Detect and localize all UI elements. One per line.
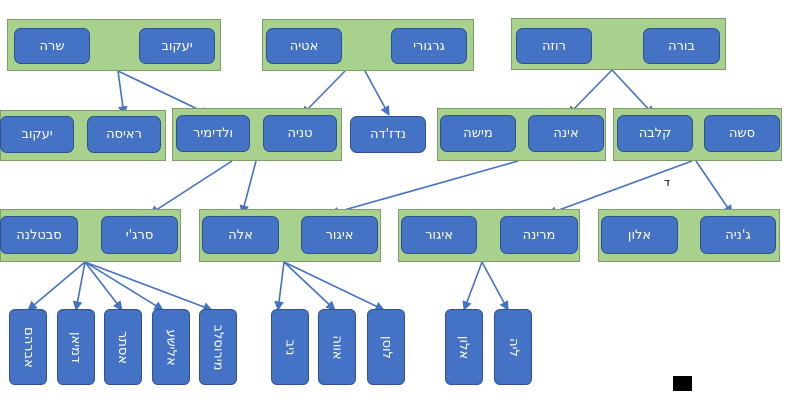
connector-line <box>72 261 86 311</box>
person-mid-right-a-right[interactable]: אינה <box>528 115 604 152</box>
child-left-5[interactable]: מירוסלב <box>199 309 237 385</box>
person-mid-right-b-left[interactable]: קלבה <box>617 115 693 152</box>
person-top-left-right[interactable]: יעקוב <box>139 28 215 64</box>
person-low-right-a-left[interactable]: איגור <box>401 216 477 254</box>
person-mid-left-left[interactable]: יעקוב <box>0 116 74 153</box>
person-low-center-left[interactable]: אלה <box>202 216 279 254</box>
connector-line <box>364 70 390 116</box>
child-name: לוסן <box>378 335 394 359</box>
child-name: דמיאן <box>68 331 84 363</box>
child-name: אברהם <box>20 326 36 368</box>
connector-line <box>547 160 693 216</box>
child-name: ליה <box>505 337 521 357</box>
person-low-right-b-left[interactable]: אלון <box>601 216 678 254</box>
connector-line <box>117 70 211 116</box>
connector-line <box>329 160 519 217</box>
person-mid-right-a-left[interactable]: מישה <box>440 115 516 152</box>
child-left-3[interactable]: אסתר <box>104 309 142 385</box>
stray-letter: ד <box>664 176 671 189</box>
child-left-1[interactable]: אברהם <box>9 309 47 385</box>
child-name: מירוסלב <box>210 324 226 370</box>
person-top-right-right[interactable]: בורה <box>643 28 720 64</box>
person-mid-center-right[interactable]: טניה <box>263 115 337 152</box>
connector-line <box>84 261 213 312</box>
person-low-left-left[interactable]: סבטלנה <box>0 216 78 254</box>
connector-line <box>462 261 483 311</box>
connector-line <box>695 160 733 215</box>
person-top-right-left[interactable]: רוזה <box>516 28 592 64</box>
connector-line <box>117 70 128 116</box>
child-name: אלישע <box>163 328 179 366</box>
connector-line <box>611 69 655 116</box>
person-low-right-a-right[interactable]: מרינה <box>500 216 578 254</box>
connector-line <box>283 261 336 311</box>
child-left-4[interactable]: אלישע <box>152 309 190 385</box>
child-name: אסתר <box>115 330 131 364</box>
child-center-2[interactable]: אווה <box>318 309 356 385</box>
connector-line <box>84 261 164 311</box>
connector-line <box>567 69 613 116</box>
child-left-2[interactable]: דמיאן <box>57 309 95 385</box>
connector-line <box>149 160 233 215</box>
person-nadezhda[interactable]: נדז'דה <box>350 116 426 153</box>
child-name: אלון <box>456 335 472 359</box>
child-name: אווה <box>329 334 345 360</box>
person-top-left-left[interactable]: שרה <box>14 28 90 64</box>
child-center-1[interactable]: ניב <box>271 309 309 385</box>
child-right-1[interactable]: אלון <box>445 309 483 385</box>
person-low-center-right[interactable]: איגור <box>301 216 378 254</box>
black-square <box>673 376 692 391</box>
person-low-left-right[interactable]: סרג'י <box>101 216 178 254</box>
connector-line <box>274 261 285 311</box>
person-mid-center-left[interactable]: ולדימיר <box>176 115 250 152</box>
person-low-right-b-right[interactable]: ג'ניה <box>700 216 776 254</box>
person-mid-right-b-right[interactable]: סשה <box>704 115 780 152</box>
child-name: ניב <box>282 339 298 355</box>
connector-line <box>283 261 385 311</box>
connector-line <box>239 160 257 215</box>
connector-line <box>301 70 346 116</box>
person-top-middle-right[interactable]: גרגורי <box>391 28 467 64</box>
child-right-2[interactable]: ליה <box>494 309 532 385</box>
connector-line <box>481 261 509 311</box>
connector-line <box>27 261 86 311</box>
child-center-3[interactable]: לוסן <box>367 309 405 385</box>
person-mid-left-right[interactable]: ראיסה <box>87 116 161 153</box>
person-top-middle-left[interactable]: אטיה <box>266 28 342 64</box>
connector-line <box>84 261 123 311</box>
